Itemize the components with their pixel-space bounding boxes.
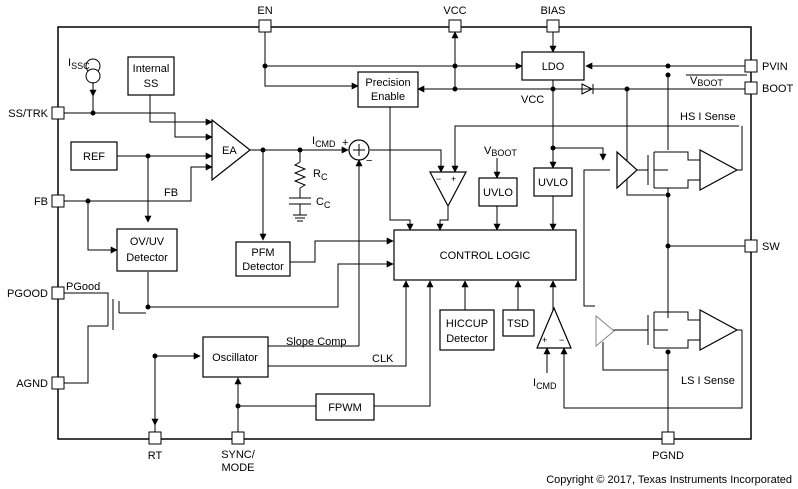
- fpwm-block: FPWM: [315, 393, 375, 421]
- precision-enable-block: Precision Enable: [357, 71, 419, 108]
- pin-labels: EN VCC BIAS PVIN BOOT SS/TRK FB PGOOD AG…: [7, 5, 793, 474]
- svg-text:CONTROL LOGIC: CONTROL LOGIC: [440, 250, 531, 262]
- uvlo-left-block: UVLO: [478, 177, 518, 207]
- icmd-label: ICMD: [312, 135, 336, 149]
- current-limit-comparator: + −: [536, 306, 572, 349]
- pin-en: [258, 19, 272, 33]
- pin-sw: [744, 239, 758, 253]
- svg-text:+: +: [342, 137, 348, 149]
- pin-bias: [546, 19, 560, 33]
- svg-text:FPWM: FPWM: [328, 402, 362, 414]
- hiccup-detector-block: HICCUP Detector: [439, 309, 495, 351]
- pin-label-fb: FB: [34, 196, 48, 208]
- svg-text:Detector: Detector: [126, 252, 168, 264]
- svg-text:REF: REF: [83, 151, 105, 163]
- svg-text:Enable: Enable: [371, 91, 405, 103]
- tsd-block: TSD: [502, 309, 535, 337]
- pin-rt: [148, 431, 162, 445]
- pin-label-ss-trk: SS/TRK: [8, 108, 48, 120]
- copyright-text: Copyright © 2017, Texas Instruments Inco…: [546, 474, 792, 486]
- wires: [62, 31, 747, 434]
- pfm-detector-block: PFM Detector: [235, 241, 291, 277]
- svg-text:−: −: [366, 155, 372, 167]
- slope-comp-label: Slope Comp: [286, 336, 347, 348]
- svg-text:Oscillator: Oscillator: [212, 352, 258, 364]
- pin-label-sync-1: SYNC/: [221, 449, 256, 461]
- svg-text:UVLO: UVLO: [483, 187, 513, 199]
- ldo-block: LDO: [521, 51, 585, 81]
- svg-text:Detector: Detector: [446, 333, 488, 345]
- svg-text:−: −: [559, 335, 564, 345]
- svg-text:Detector: Detector: [242, 261, 284, 273]
- svg-text:Precision: Precision: [365, 77, 410, 89]
- pins: [51, 19, 758, 445]
- internal-ss-block: Internal SS: [127, 56, 175, 96]
- pin-label-boot: BOOT: [762, 83, 793, 95]
- vboot-uvlo-label: VBOOT: [484, 145, 517, 158]
- pin-ss-trk: [51, 106, 65, 120]
- hs-sense-amplifier: [699, 148, 739, 192]
- svg-text:+: +: [542, 335, 547, 345]
- vcc-internal-label: VCC: [521, 94, 544, 106]
- oscillator-block: Oscillator: [202, 336, 269, 378]
- pin-label-pvin: PVIN: [762, 61, 788, 73]
- pin-fb: [51, 194, 65, 208]
- svg-text:LDO: LDO: [542, 61, 565, 73]
- issc-current-source: ISSC: [68, 57, 101, 97]
- rc-label: RC: [313, 168, 328, 182]
- pin-label-pgnd: PGND: [652, 450, 684, 462]
- clk-label: CLK: [372, 353, 394, 365]
- pin-boot: [744, 81, 758, 95]
- svg-text:Internal: Internal: [133, 63, 170, 75]
- summing-node: + −: [342, 137, 372, 167]
- hs-isense-label: HS I Sense: [680, 111, 736, 123]
- pgood-internal-label: PGood: [66, 281, 100, 293]
- svg-text:EA: EA: [222, 145, 237, 157]
- svg-text:TSD: TSD: [507, 318, 529, 330]
- ovuv-detector-block: OV/UV Detector: [116, 228, 178, 272]
- hs-driver: [616, 150, 638, 190]
- svg-text:OV/UV: OV/UV: [130, 236, 165, 248]
- svg-text:−: −: [436, 174, 441, 184]
- pin-label-sync-2: MODE: [222, 462, 255, 474]
- pin-label-agnd: AGND: [16, 378, 48, 390]
- pin-vcc: [448, 19, 462, 33]
- pwm-comparator: − +: [429, 171, 467, 208]
- cc-label: CC: [316, 196, 331, 210]
- svg-text:HICCUP: HICCUP: [446, 318, 488, 330]
- ls-sense-amplifier: [699, 308, 739, 352]
- icmd-bottom-label: ICMD: [533, 377, 557, 391]
- pin-pgnd: [661, 431, 675, 445]
- ls-driver: [595, 314, 615, 348]
- issc-label: ISSC: [68, 57, 90, 71]
- pin-label-rt: RT: [148, 450, 163, 462]
- uvlo-right-block: UVLO: [533, 167, 573, 197]
- pin-agnd: [51, 376, 65, 390]
- svg-text:+: +: [451, 174, 456, 184]
- ref-block: REF: [70, 141, 118, 171]
- pin-label-en: EN: [257, 5, 272, 17]
- pin-sync-mode: [231, 431, 245, 445]
- ls-isense-label: LS I Sense: [681, 375, 735, 387]
- junction-dots: [85, 63, 671, 409]
- pin-label-sw: SW: [762, 241, 780, 253]
- svg-text:SS: SS: [144, 78, 159, 90]
- pin-label-bias: BIAS: [540, 5, 565, 17]
- control-logic-block: CONTROL LOGIC: [393, 229, 577, 281]
- svg-text:PFM: PFM: [251, 247, 274, 259]
- pin-label-pgood: PGOOD: [7, 288, 48, 300]
- vboot-right-label: VBOOT: [690, 75, 723, 88]
- fb-internal-label: FB: [164, 187, 178, 199]
- svg-text:UVLO: UVLO: [538, 177, 568, 189]
- signal-labels: ICMD RC CC FB PGood VBOOT VBOOT VCC HS I…: [66, 75, 736, 391]
- pin-pvin: [744, 59, 758, 73]
- pin-pgood: [51, 286, 65, 300]
- pin-label-vcc: VCC: [443, 5, 466, 17]
- error-amplifier: EA: [211, 118, 251, 182]
